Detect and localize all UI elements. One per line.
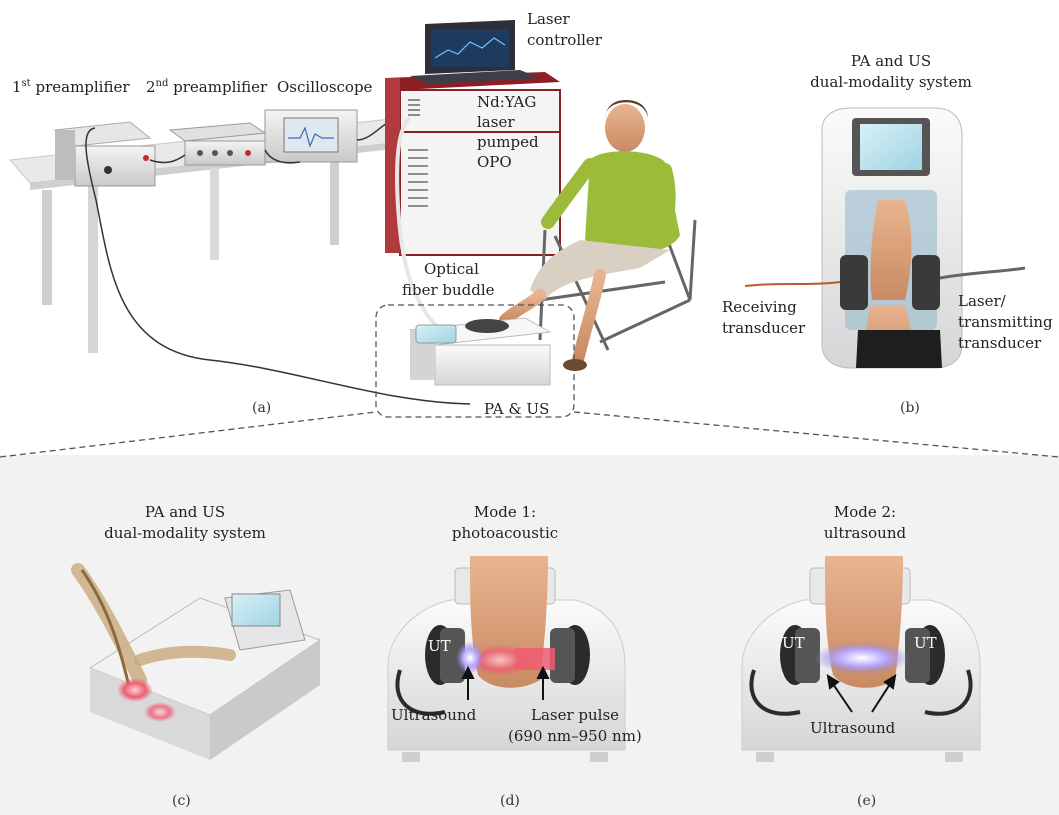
fiber-cable	[395, 116, 442, 332]
label-ndyag-line2: laser	[477, 113, 515, 131]
label-mode1-line2: photoacoustic	[451, 524, 559, 542]
label-ndyag-line3: pumped	[477, 133, 539, 151]
oscilloscope-device	[264, 109, 358, 163]
label-laser-pulse-line2: (690 nm–950 nm)	[508, 727, 642, 745]
label-laser-controller-line2: controller	[527, 31, 602, 49]
mode1-device	[387, 556, 626, 762]
label-ut-mode2-left: UT	[782, 634, 805, 652]
laptop	[410, 20, 540, 84]
label-receiving-line1: Receiving	[722, 298, 797, 316]
pa-us-device-small	[408, 317, 552, 386]
panel-label-b: (b)	[900, 400, 920, 416]
zoom-line-left	[0, 411, 377, 458]
label-laser-transmitting-line1: Laser/	[958, 292, 1006, 310]
label-laser-pulse-line1: Laser pulse	[531, 706, 620, 724]
label-receiving-line2: transducer	[722, 319, 806, 337]
label-mode2-line2: ultrasound	[823, 524, 907, 542]
label-mode1-line1: Mode 1:	[473, 503, 537, 521]
label-system-c-line2: dual-modality system	[104, 524, 266, 542]
panel-label-c: (c)	[172, 793, 191, 809]
label-optical-fiber-line2: fiber buddle	[402, 281, 495, 299]
first-preamplifier-device	[53, 121, 156, 187]
label-laser-transmitting-line2: transmitting	[958, 313, 1053, 331]
panel-label-e: (e)	[857, 793, 877, 809]
label-pa-us: PA & US	[484, 400, 550, 418]
label-system-b-line1: PA and US	[850, 52, 932, 70]
label-mode2-line1: Mode 2:	[833, 503, 897, 521]
label-ultrasound-mode2: Ultrasound	[810, 719, 896, 737]
panel-label-a: (a)	[252, 400, 272, 416]
patient	[499, 100, 680, 371]
label-ndyag-line4: OPO	[477, 153, 512, 171]
device-top-view	[744, 107, 1026, 369]
label-laser-transmitting-line3: transducer	[958, 334, 1042, 352]
label-first-preamplifier: 1st preamplifier	[12, 78, 130, 96]
label-system-c-line1: PA and US	[144, 503, 226, 521]
zoom-line-right	[573, 411, 1059, 458]
panel-label-d: (d)	[500, 793, 520, 809]
second-preamplifier-device	[168, 122, 267, 166]
label-system-b-line2: dual-modality system	[810, 73, 972, 91]
device-3d-view	[71, 563, 322, 760]
label-optical-fiber-line1: Optical	[424, 260, 479, 278]
label-second-preamplifier: 2nd preamplifier	[146, 78, 268, 96]
mode1-arrows	[461, 665, 550, 700]
label-ut-mode1: UT	[428, 637, 451, 655]
mode2-arrows	[826, 674, 897, 713]
label-ndyag-line1: Nd:YAG	[477, 93, 537, 111]
label-oscilloscope: Oscilloscope	[277, 78, 373, 96]
mode2-device	[741, 556, 981, 762]
label-ultrasound-mode1: Ultrasound	[391, 706, 477, 724]
label-laser-controller-line1: Laser	[527, 10, 570, 28]
label-ut-mode2-right: UT	[914, 634, 937, 652]
